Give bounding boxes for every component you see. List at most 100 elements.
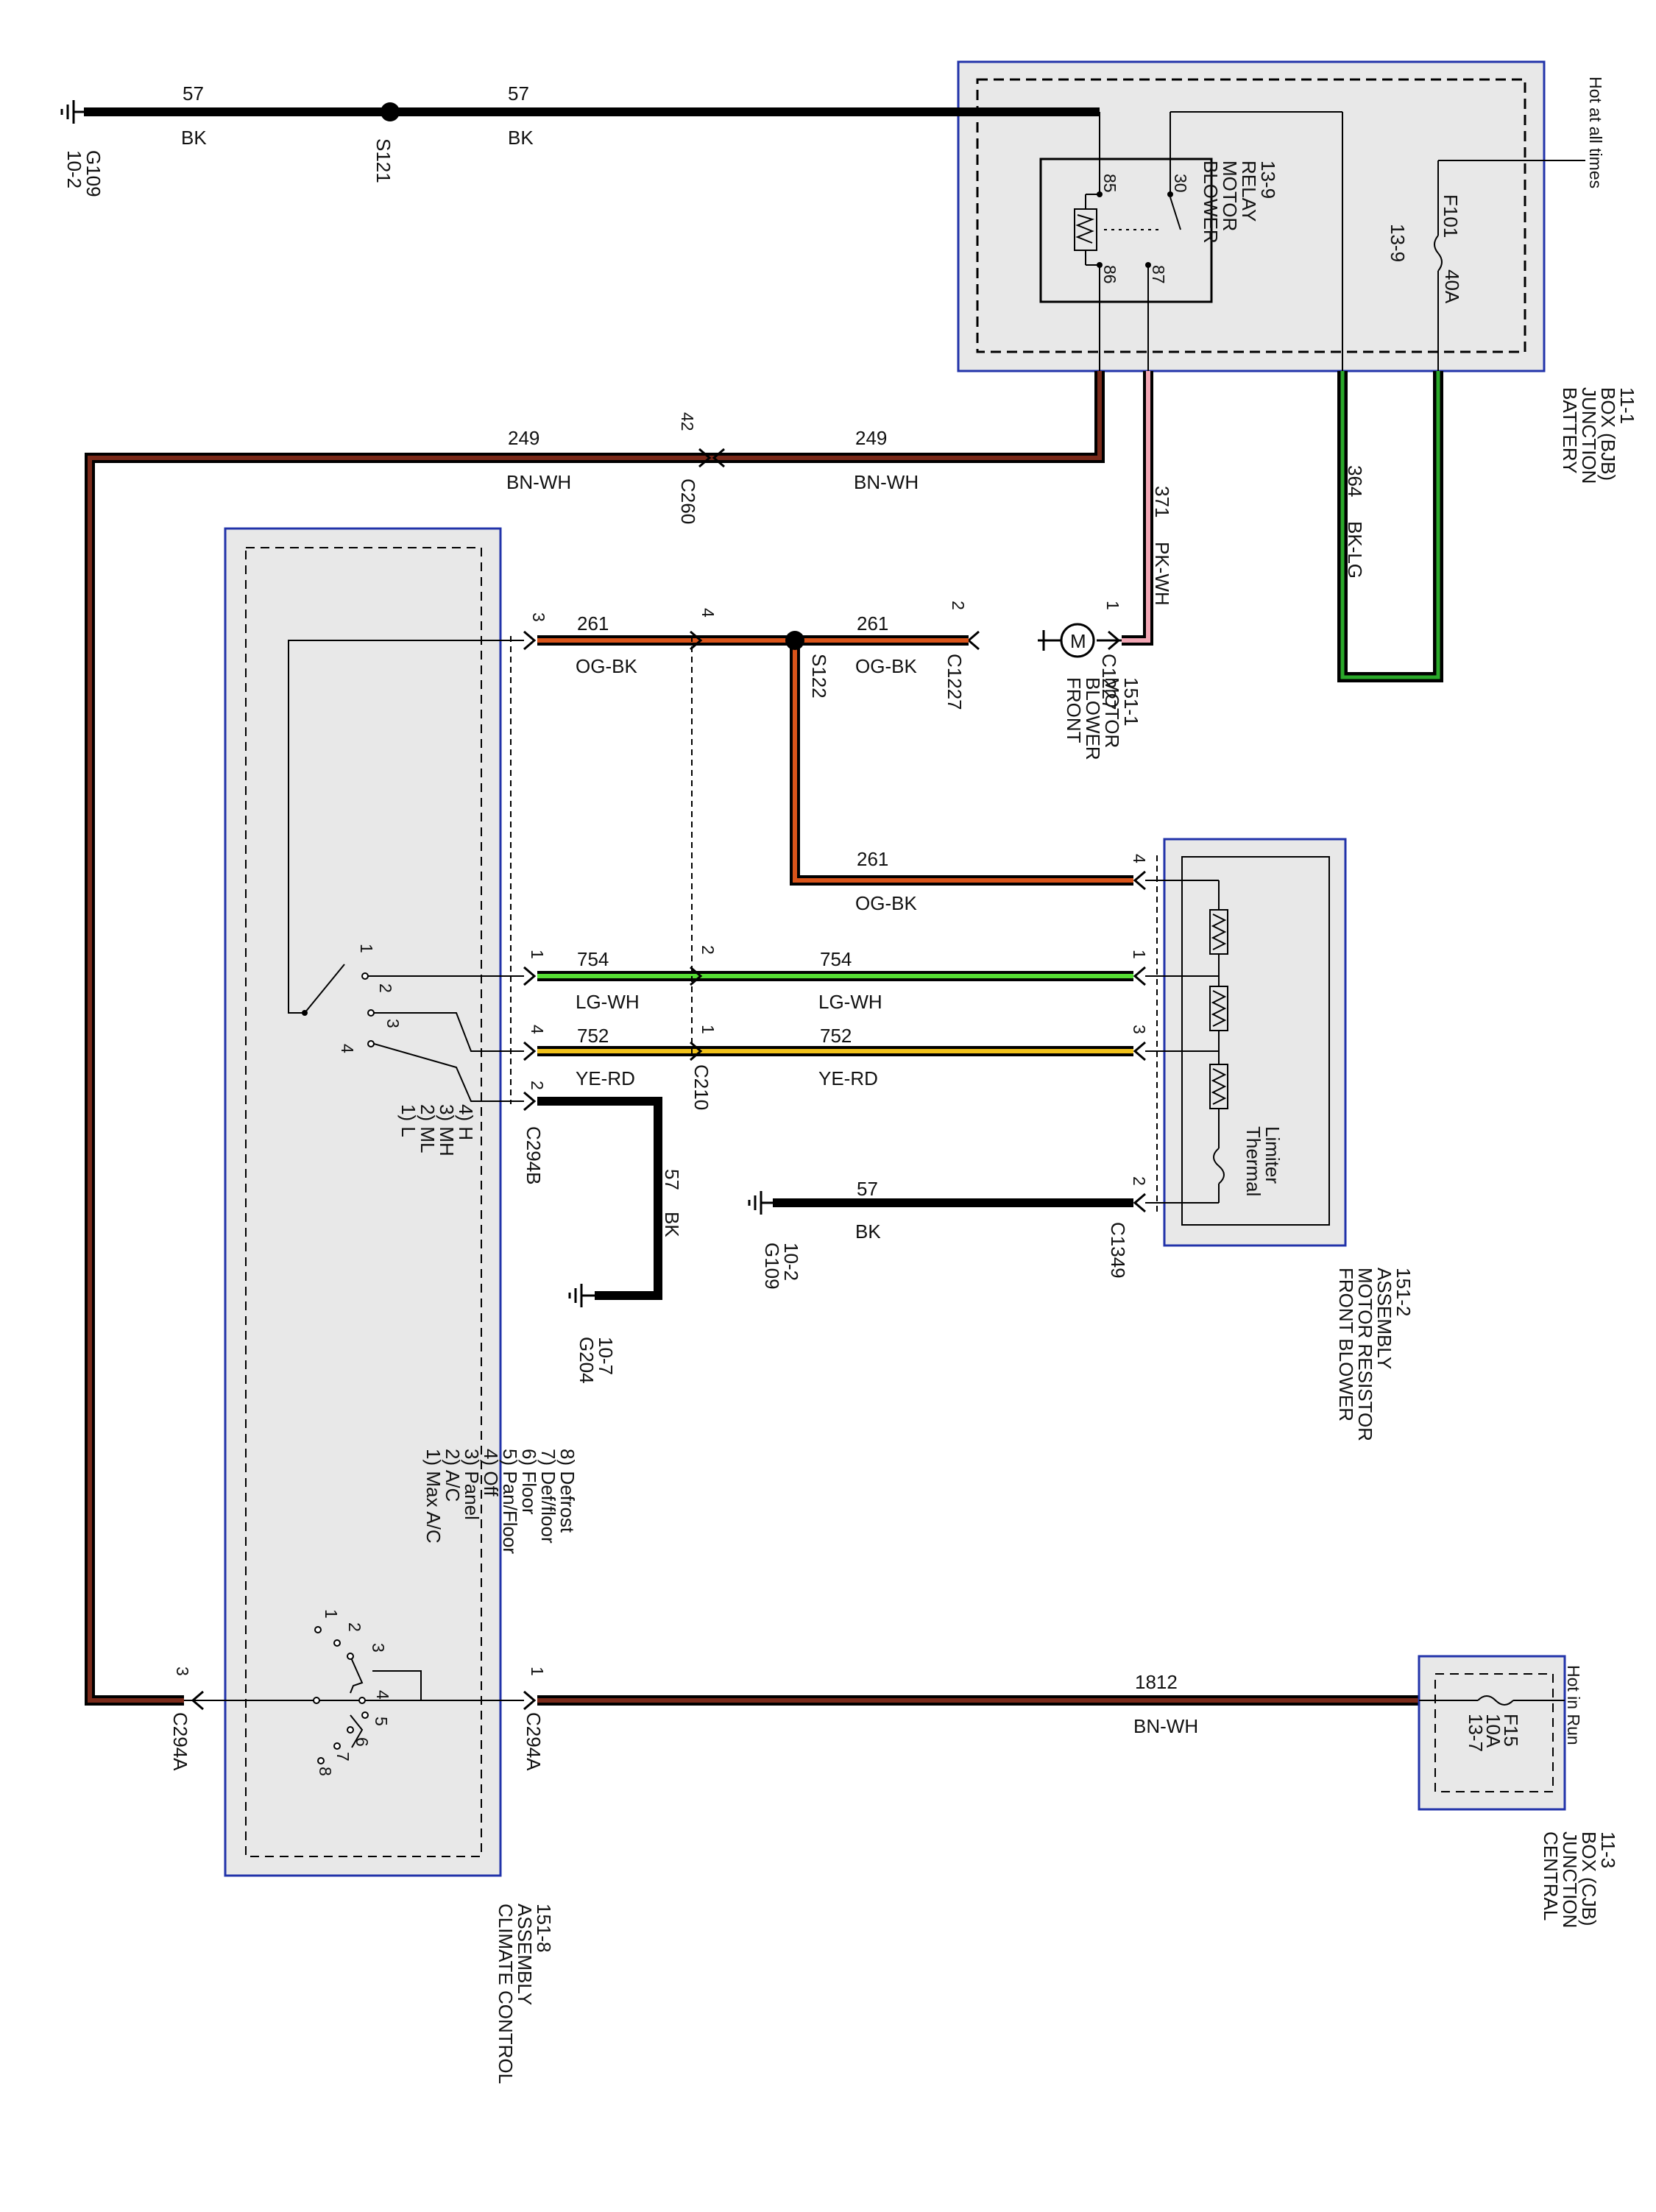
c294b-label: C294B	[523, 1126, 545, 1185]
wire-249-right-color: BN-WH	[854, 471, 919, 493]
wire-57-g109-color: BK	[855, 1220, 881, 1243]
svg-text:M: M	[1070, 630, 1086, 652]
blower-speed-legend: 1) L 2) ML 3) MH 4) H	[397, 1104, 477, 1156]
svg-text:3) MH: 3) MH	[436, 1104, 458, 1156]
mode-legend: 1) Max A/C 2) A/C 3) Panel 4) Off 5) Pan…	[422, 1449, 578, 1554]
fuse-f15-page: 13-7	[1465, 1714, 1487, 1752]
svg-text:G109: G109	[761, 1243, 783, 1290]
c1227-pin-2: 2	[949, 601, 968, 610]
wire-57-right-color: BK	[508, 127, 534, 149]
c294b-pin-1: 1	[528, 950, 547, 959]
wire-249-left-circuit: 249	[508, 427, 539, 449]
svg-text:4) H: 4) H	[455, 1104, 477, 1140]
svg-text:4) Off: 4) Off	[480, 1449, 502, 1497]
svg-text:5) Pan/Floor: 5) Pan/Floor	[499, 1449, 521, 1554]
svg-text:MOTOR RESISTOR: MOTOR RESISTOR	[1354, 1268, 1376, 1441]
svg-text:BLOWER: BLOWER	[1082, 677, 1104, 760]
ground-g204-label: G204 10-7	[576, 1337, 617, 1384]
resistor-pin-4: 4	[1130, 854, 1149, 863]
fuse-f101-rating: 40A	[1441, 269, 1463, 304]
c294a-pin-3: 3	[173, 1667, 192, 1676]
wire-57-left-color: BK	[181, 127, 207, 149]
cjb-label: CENTRAL JUNCTION BOX (CJB) 11-3	[1540, 1831, 1619, 1928]
svg-text:10-2: 10-2	[63, 150, 85, 188]
c210-pin-2: 2	[698, 945, 718, 955]
wire-364: 364 BK-LG	[1337, 371, 1443, 682]
svg-text:G109: G109	[82, 150, 105, 197]
blower-switch-pin-2: 2	[376, 983, 395, 993]
climate-control-label: CLIMATE CONTROL ASSEMBLY 151-8	[495, 1904, 555, 2084]
svg-text:BATTERY: BATTERY	[1559, 387, 1581, 474]
front-blower-motor: M 1 2 C1227 C1227 FRONT BLOWER MOTOR 151…	[944, 601, 1142, 760]
svg-text:7) Def/floor: 7) Def/floor	[537, 1449, 559, 1544]
mode-pin-4: 4	[373, 1690, 392, 1700]
wire-261-c-color: OG-BK	[855, 892, 917, 914]
wire-364-color: BK-LG	[1344, 521, 1366, 579]
bjb-label: BATTERY JUNCTION BOX (BJB) 11-1	[1559, 387, 1638, 484]
svg-text:6) Floor: 6) Floor	[518, 1449, 540, 1515]
mode-pin-7: 7	[333, 1752, 353, 1762]
wire-754-a-circuit: 754	[577, 948, 609, 970]
mode-pin-1: 1	[322, 1609, 341, 1619]
blower-switch-pin-3: 3	[383, 1019, 403, 1028]
svg-text:151-1: 151-1	[1120, 677, 1142, 727]
wire-57-g204-color: BK	[661, 1212, 683, 1237]
c294a-label-left: C294A	[169, 1712, 191, 1771]
wire-261-c-circuit: 261	[857, 848, 888, 870]
resistor-pin-3: 3	[1130, 1025, 1149, 1034]
relay-pin-87: 87	[1149, 265, 1168, 284]
blower-motor-relay	[1039, 158, 1213, 303]
resistor-assembly-label: FRONT BLOWER MOTOR RESISTOR ASSEMBLY 151…	[1335, 1268, 1415, 1441]
svg-text:Limiter: Limiter	[1262, 1126, 1284, 1184]
c1227-label-right: C1227	[1098, 654, 1120, 710]
wire-754-b-color: LG-WH	[818, 991, 882, 1013]
splice-s122	[785, 631, 804, 650]
svg-text:RELAY: RELAY	[1238, 160, 1260, 222]
wire-57-left-circuit: 57	[183, 82, 204, 105]
wire-249-left-color: BN-WH	[506, 471, 571, 493]
svg-text:BOX (BJB): BOX (BJB)	[1597, 387, 1619, 481]
c210-pin-4: 4	[698, 608, 718, 618]
c1227-label-left: C1227	[944, 654, 966, 710]
wire-249: 249 BN-WH 249 BN-WH 42 C260	[85, 371, 1105, 1706]
wire-57-g204-circuit: 57	[661, 1169, 683, 1190]
fuse-f101-page: 13-9	[1387, 224, 1409, 262]
wire-752: 752 YE-RD 752 YE-RD 4 1 3 C210	[523, 1025, 1149, 1110]
svg-text:MOTOR: MOTOR	[1101, 677, 1123, 748]
wire-1812-color: BN-WH	[1133, 1715, 1198, 1737]
c294a-pin-1: 1	[528, 1667, 547, 1676]
c210-label: C210	[690, 1064, 712, 1110]
wire-1812: 1812 BN-WH	[537, 1671, 1419, 1737]
wire-57-right-circuit: 57	[508, 82, 529, 105]
wire-371: 371 PK-WH	[1122, 371, 1173, 646]
svg-text:2) A/C: 2) A/C	[442, 1449, 464, 1502]
wire-752-b-circuit: 752	[820, 1025, 852, 1047]
svg-text:1) L: 1) L	[397, 1104, 420, 1137]
battery-junction-box: Hot at all times 85 86 30 87 BLOWER MOTO…	[957, 60, 1638, 484]
blower-switch-pin-1: 1	[357, 944, 376, 953]
fuse-f15-rating: 10A	[1482, 1714, 1504, 1748]
front-blower-motor-resistor: Thermal Limiter FRONT BLOWER MOTOR RESIS…	[1145, 838, 1415, 1441]
wire-752-a-color: YE-RD	[576, 1067, 635, 1089]
fuse-icon	[1434, 235, 1443, 272]
bjb-hot-label: Hot at all times	[1586, 77, 1605, 188]
svg-text:1) Max A/C: 1) Max A/C	[422, 1449, 445, 1544]
svg-text:MOTOR: MOTOR	[1219, 160, 1241, 231]
blower-switch-pin-4: 4	[338, 1044, 357, 1053]
wire-261-b-color: OG-BK	[855, 655, 917, 677]
central-junction-box: Hot in Run F15 10A 13-7 CENTRAL JUNCTION…	[1418, 1655, 1619, 1928]
relay-pin-85: 85	[1100, 174, 1119, 193]
c260-label: C260	[677, 478, 699, 524]
wire-364-circuit: 364	[1344, 465, 1366, 497]
svg-text:CLIMATE CONTROL: CLIMATE CONTROL	[495, 1904, 517, 2084]
wire-261: 261 OG-BK 261 OG-BK 261 OG-BK 3 4 4 S122	[523, 608, 1149, 914]
svg-text:Thermal: Thermal	[1242, 1126, 1264, 1196]
ground-g109-top-label: G109 10-2	[63, 150, 105, 197]
svg-text:151-2: 151-2	[1393, 1268, 1415, 1317]
thermal-limiter-label: Thermal Limiter	[1242, 1126, 1284, 1196]
mode-pin-2: 2	[345, 1622, 364, 1632]
resistor-pin-2: 2	[1130, 1176, 1149, 1186]
wire-371-color: PK-WH	[1151, 542, 1173, 606]
c294a-label-right: C294A	[523, 1712, 545, 1771]
